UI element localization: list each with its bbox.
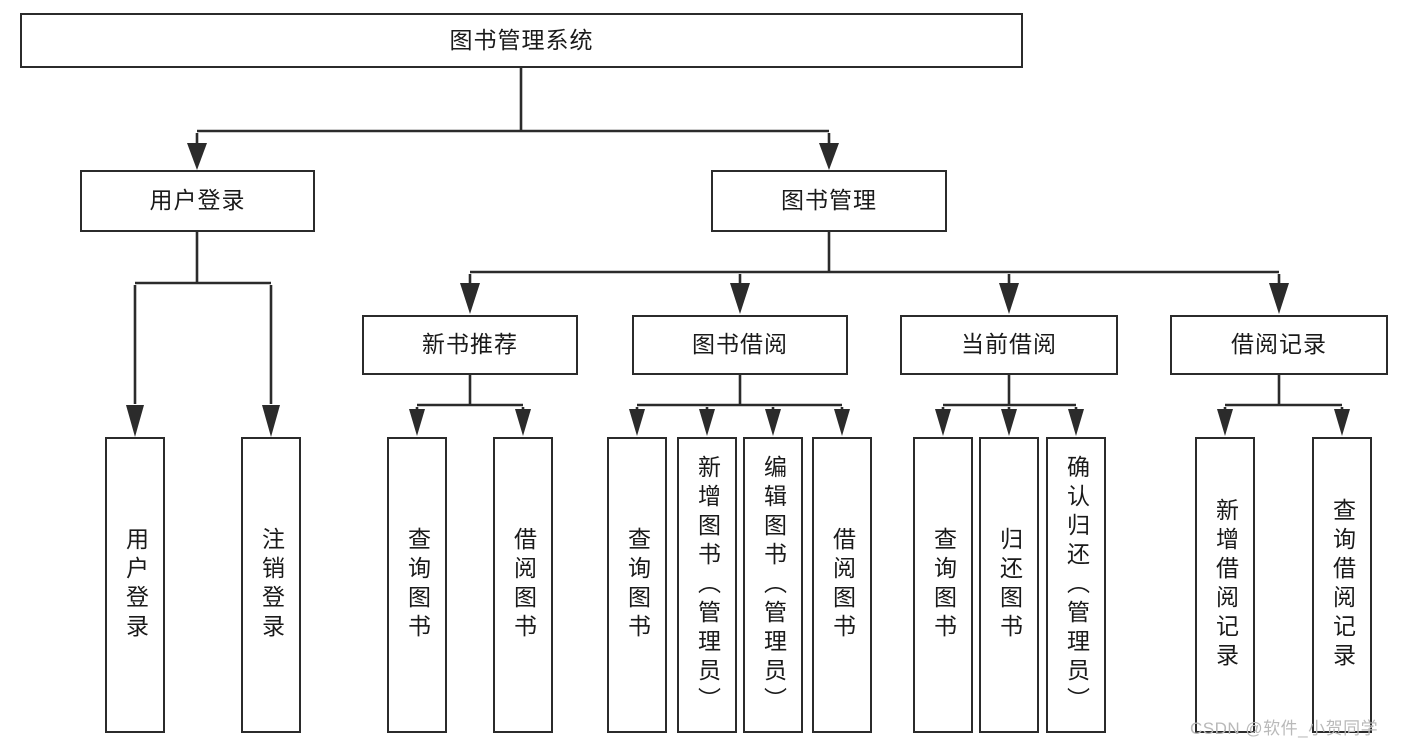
leaf-add-borrow-record[interactable]: 新增借阅记录	[1195, 437, 1255, 733]
node-label: 用户登录	[149, 187, 246, 214]
node-label: 归还图书	[996, 527, 1023, 643]
leaf-query-book-borrow[interactable]: 查询图书	[607, 437, 667, 733]
leaf-edit-book-admin[interactable]: 编辑图书（管理员）	[743, 437, 803, 733]
node-label: 新书推荐	[422, 331, 518, 358]
node-label: 图书管理	[781, 187, 877, 214]
node-label: 新增图书（管理员）	[694, 454, 721, 716]
leaf-query-book-current[interactable]: 查询图书	[913, 437, 973, 733]
leaf-add-book-admin[interactable]: 新增图书（管理员）	[677, 437, 737, 733]
leaf-user-login[interactable]: 用户登录	[105, 437, 165, 733]
node-label: 用户登录	[122, 527, 149, 643]
node-label: 新增借阅记录	[1212, 498, 1239, 672]
node-root-system[interactable]: 图书管理系统	[20, 13, 1023, 68]
node-label: 图书管理系统	[449, 26, 594, 53]
node-label: 查询图书	[930, 527, 957, 643]
node-label: 图书借阅	[692, 331, 788, 358]
node-label: 当前借阅	[961, 331, 1057, 358]
leaf-query-book-recommend[interactable]: 查询图书	[387, 437, 447, 733]
node-user-login[interactable]: 用户登录	[80, 170, 315, 232]
node-new-book-recommend[interactable]: 新书推荐	[362, 315, 578, 375]
node-label: 确认归还（管理员）	[1063, 454, 1090, 716]
node-label: 注销登录	[258, 527, 285, 643]
node-label: 借阅图书	[510, 527, 537, 643]
leaf-borrow-book[interactable]: 借阅图书	[812, 437, 872, 733]
leaf-query-borrow-record[interactable]: 查询借阅记录	[1312, 437, 1372, 733]
leaf-return-book[interactable]: 归还图书	[979, 437, 1039, 733]
csdn-watermark: CSDN @软件_小贺同学	[1190, 719, 1379, 738]
node-book-management[interactable]: 图书管理	[711, 170, 947, 232]
node-label: 编辑图书（管理员）	[760, 454, 787, 716]
leaf-confirm-return-admin[interactable]: 确认归还（管理员）	[1046, 437, 1106, 733]
leaf-borrow-book-recommend[interactable]: 借阅图书	[493, 437, 553, 733]
node-current-borrow[interactable]: 当前借阅	[900, 315, 1118, 375]
node-book-borrow[interactable]: 图书借阅	[632, 315, 848, 375]
node-label: 借阅图书	[829, 527, 856, 643]
node-label: 查询图书	[624, 527, 651, 643]
node-label: 借阅记录	[1231, 331, 1327, 358]
node-borrow-record[interactable]: 借阅记录	[1170, 315, 1388, 375]
node-label: 查询图书	[404, 527, 431, 643]
node-label: 查询借阅记录	[1329, 498, 1356, 672]
leaf-user-logout[interactable]: 注销登录	[241, 437, 301, 733]
